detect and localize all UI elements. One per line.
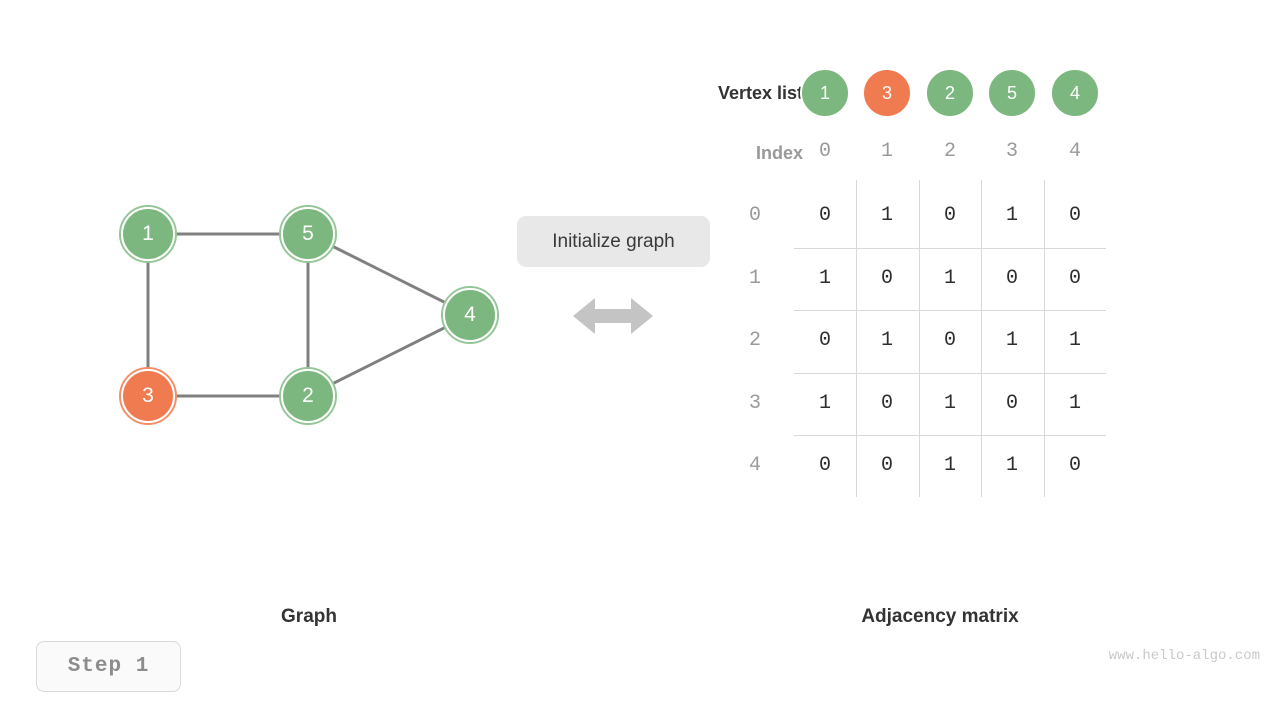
matrix-cell-4-3[interactable]: 1 xyxy=(1005,454,1018,477)
matrix-grid-hline xyxy=(794,372,1106,374)
vertex-label: 1 xyxy=(800,68,850,118)
matrix-row-header-3: 3 xyxy=(748,392,761,415)
matrix-col-header-1: 1 xyxy=(880,140,893,163)
vertex-label: 2 xyxy=(281,369,335,423)
vertex-list-label: Vertex list xyxy=(717,83,803,103)
vertex-label: 5 xyxy=(987,68,1037,118)
matrix-cell-3-4[interactable]: 1 xyxy=(1068,392,1081,415)
graph-vertex-1[interactable]: 1 xyxy=(119,205,177,263)
graph-vertex-5[interactable]: 5 xyxy=(279,205,337,263)
matrix-grid-hline xyxy=(794,310,1106,311)
matrix-col-header-3: 3 xyxy=(1005,140,1018,163)
step-indicator: Step 1 xyxy=(36,641,181,692)
matrix-cell-2-1[interactable]: 1 xyxy=(880,329,893,352)
matrix-grid-hline xyxy=(794,435,1106,436)
graph-vertex-4[interactable]: 4 xyxy=(441,286,499,344)
matrix-row-header-1: 1 xyxy=(748,267,761,290)
graph-edges-layer xyxy=(146,232,471,398)
matrix-cell-2-4[interactable]: 1 xyxy=(1068,329,1081,352)
graph-vertex-3[interactable]: 3 xyxy=(119,367,177,425)
matrix-grid-vline xyxy=(1043,180,1045,497)
matrix-row-header-4: 4 xyxy=(748,454,761,477)
vertex-label: 4 xyxy=(443,288,497,342)
watermark: www.hello-algo.com xyxy=(1108,648,1260,664)
matrix-cell-1-3[interactable]: 0 xyxy=(1005,267,1018,290)
matrix-cell-3-1[interactable]: 0 xyxy=(880,392,893,415)
step-indicator-text: Step 1 xyxy=(67,655,150,678)
matrix-grid-vline xyxy=(981,180,982,497)
vertex-list-item-1[interactable]: 3 xyxy=(862,68,912,118)
vertex-label: 1 xyxy=(121,207,175,261)
matrix-grid-vline xyxy=(856,180,857,497)
caption-adjacency-matrix: Adjacency matrix xyxy=(861,606,1019,627)
graph-edge xyxy=(307,313,471,398)
vertex-label: 2 xyxy=(925,68,975,118)
matrix-cell-2-2[interactable]: 0 xyxy=(943,329,956,352)
operation-label: Initialize graph xyxy=(517,216,710,267)
graph-vertex-2[interactable]: 2 xyxy=(279,367,337,425)
matrix-row-header-2: 2 xyxy=(748,329,761,352)
matrix-cell-4-1[interactable]: 0 xyxy=(880,454,893,477)
vertex-label: 4 xyxy=(1050,68,1100,118)
matrix-row-header-0: 0 xyxy=(748,204,761,227)
matrix-cell-0-4[interactable]: 0 xyxy=(1068,204,1081,227)
matrix-cell-4-2[interactable]: 1 xyxy=(943,454,956,477)
vertex-label: 3 xyxy=(862,68,912,118)
double-arrow-icon xyxy=(573,298,653,334)
matrix-cell-0-0[interactable]: 0 xyxy=(818,204,831,227)
matrix-cell-1-0[interactable]: 1 xyxy=(818,267,831,290)
matrix-cell-2-3[interactable]: 1 xyxy=(1005,329,1018,352)
matrix-cell-1-2[interactable]: 1 xyxy=(943,267,956,290)
matrix-cell-0-1[interactable]: 1 xyxy=(880,204,893,227)
vertex-list-item-4[interactable]: 4 xyxy=(1050,68,1100,118)
matrix-cell-3-2[interactable]: 1 xyxy=(943,392,956,415)
vertex-list-item-3[interactable]: 5 xyxy=(987,68,1037,118)
vertex-list-item-2[interactable]: 2 xyxy=(925,68,975,118)
matrix-cell-2-0[interactable]: 0 xyxy=(818,329,831,352)
matrix-col-header-0: 0 xyxy=(818,140,831,163)
matrix-cell-0-3[interactable]: 1 xyxy=(1005,204,1018,227)
index-label: Index xyxy=(755,143,803,163)
matrix-cell-4-4[interactable]: 0 xyxy=(1068,454,1081,477)
graph-panel: 1 5 3 2 4 xyxy=(0,0,520,560)
matrix-cell-4-0[interactable]: 0 xyxy=(818,454,831,477)
matrix-cell-1-1[interactable]: 0 xyxy=(880,267,893,290)
matrix-cell-1-4[interactable]: 0 xyxy=(1068,267,1081,290)
matrix-col-header-2: 2 xyxy=(943,140,956,163)
operation-label-text: Initialize graph xyxy=(552,230,675,252)
matrix-cell-3-0[interactable]: 1 xyxy=(818,392,831,415)
matrix-cell-0-2[interactable]: 0 xyxy=(943,204,956,227)
matrix-cell-3-3[interactable]: 0 xyxy=(1005,392,1018,415)
matrix-grid-hline xyxy=(794,247,1106,249)
matrix-col-header-4: 4 xyxy=(1068,140,1081,163)
vertex-label: 3 xyxy=(121,369,175,423)
caption-graph: Graph xyxy=(281,606,337,627)
vertex-label: 5 xyxy=(281,207,335,261)
matrix-grid-vline xyxy=(918,180,920,497)
vertex-list-item-0[interactable]: 1 xyxy=(800,68,850,118)
